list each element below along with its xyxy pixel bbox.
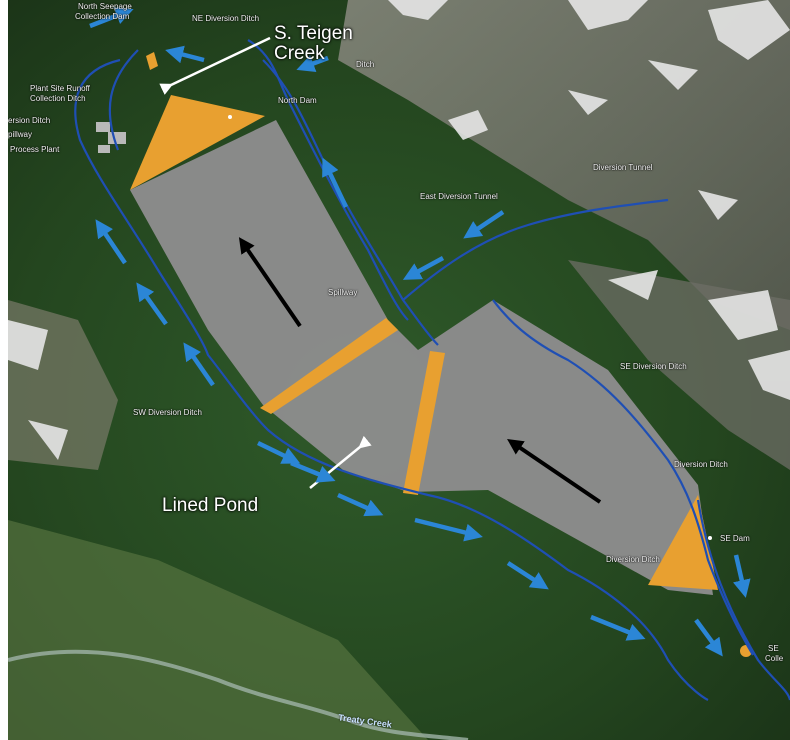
- ne-diversion-ditch-2: [262, 59, 439, 346]
- label-markers: [228, 115, 712, 540]
- label-diversion-ditch-left: ersion Ditch: [8, 116, 51, 125]
- north-dam: [130, 95, 265, 190]
- label-plant-site-runoff-2: Collection Ditch: [30, 94, 86, 103]
- label-diversion-ditch-right: Diversion Ditch: [674, 460, 728, 469]
- sw-diversion-ditch: [74, 58, 709, 701]
- pond-flow-arrow-east: [507, 438, 602, 504]
- snow-patches: [8, 0, 790, 460]
- creek-callout-arrow: [159, 36, 271, 95]
- annotation-creek-line2: Creek: [274, 43, 325, 64]
- label-se-dam: SE Dam: [720, 534, 750, 543]
- label-north-seepage: North Seepage: [78, 2, 132, 11]
- label-north-dam: North Dam: [278, 96, 317, 105]
- pond-flow-arrow-west: [238, 237, 302, 328]
- sw-diversion-ditch-inner: [108, 49, 139, 151]
- label-diversion-tunnel: Diversion Tunnel: [593, 163, 653, 172]
- label-spillway-left: pillway: [8, 130, 33, 139]
- label-sw-diversion-ditch: SW Diversion Ditch: [133, 408, 202, 417]
- annotation-creek: S. Teigen Creek: [274, 24, 353, 64]
- annotation-creek-line1: S. Teigen: [274, 23, 353, 44]
- treaty-creek-river: [8, 649, 469, 740]
- label-ne-diversion-ditch: NE Diversion Ditch: [192, 14, 260, 23]
- label-east-diversion-tunnel: East Diversion Tunnel: [420, 192, 498, 201]
- label-se-collection-2: Colle: [765, 654, 784, 663]
- lined-pond: [130, 120, 713, 595]
- flow-arrows: [89, 7, 751, 657]
- map-frame: North Seepage Collection Dam NE Diversio…: [8, 0, 790, 740]
- north-seepage-dam: [146, 52, 158, 70]
- divider-west: [260, 318, 398, 414]
- label-ditch-small: Ditch: [356, 60, 375, 69]
- label-se-diversion-ditch: SE Diversion Ditch: [620, 362, 687, 371]
- label-process-plant: Process Plant: [10, 145, 60, 154]
- label-se-collection: SE: [768, 644, 779, 653]
- annotation-lined-pond: Lined Pond: [162, 495, 259, 516]
- east-diversion-tunnel: [402, 198, 669, 301]
- divider-east: [403, 351, 445, 495]
- light-valley-sw: [8, 520, 428, 740]
- treaty-ditch: [696, 499, 790, 701]
- se-diversion-ditch: [492, 299, 754, 656]
- satellite-map: [8, 0, 790, 740]
- label-plant-site-runoff: Plant Site Runoff: [30, 84, 90, 93]
- label-spillway-center: Spillway: [328, 288, 358, 297]
- label-diversion-ditch-bottom: Diversion Ditch: [606, 555, 660, 564]
- label-north-seepage-2: Collection Dam: [75, 12, 130, 21]
